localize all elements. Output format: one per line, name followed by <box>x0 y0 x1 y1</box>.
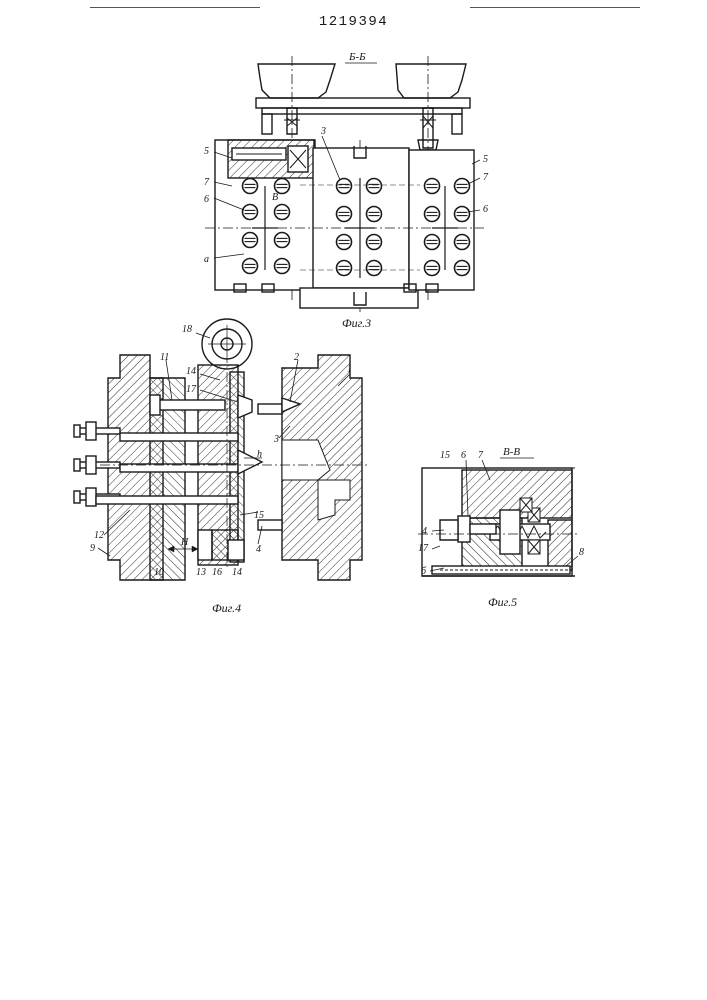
fig4-label-18: 18 <box>182 324 192 335</box>
fig4-label-13: 13 <box>196 567 206 578</box>
fig5-label-15: 15 <box>440 450 450 461</box>
fig5-label-17: 17 <box>418 543 429 554</box>
fig5-caption: Фиг.5 <box>488 595 517 609</box>
fig4-label-h: h <box>257 449 262 460</box>
top-beam <box>256 98 470 108</box>
fig3-label-3: 3 <box>320 126 326 137</box>
figure-4 <box>74 319 370 580</box>
fig3-label-b: В <box>272 192 278 203</box>
fig5-label-4: 4 <box>422 526 427 537</box>
fig4-label-17: 17 <box>186 384 197 395</box>
fig4-label-14-bottom: 14 <box>232 567 242 578</box>
figure-5 <box>418 468 580 576</box>
fig5-label-7: 7 <box>478 450 484 461</box>
fig4-label-4: 4 <box>256 544 261 555</box>
fig4-label-12: 12 <box>94 530 104 541</box>
fig5-section-label: В-В <box>503 446 520 458</box>
top-support-right <box>396 64 466 98</box>
fig4-caption: Фиг.4 <box>212 601 241 615</box>
fig5-label-8: 8 <box>579 547 584 558</box>
fig3-label-6-right: 6 <box>483 204 488 215</box>
fig3-caption: Фиг.3 <box>342 316 371 330</box>
fig4-label-1: 1 <box>347 364 352 375</box>
fig4-label-3: 3 <box>273 434 279 445</box>
fig3-label-5-right: 5 <box>483 154 488 165</box>
fig3-label-6-left: 6 <box>204 194 209 205</box>
fig3-section-label: Б-Б <box>348 51 366 63</box>
fig3-label-7-right: 7 <box>483 172 489 183</box>
fig3-label-a: а <box>204 254 209 265</box>
fig4-label-16: 16 <box>212 567 222 578</box>
fig4-label-14-top: 14 <box>186 366 196 377</box>
fig4-label-11: 11 <box>160 352 169 363</box>
fig4-label-15: 15 <box>254 510 264 521</box>
fig4-label-9: 9 <box>90 543 95 554</box>
fig4-label-10: 10 <box>154 567 164 578</box>
fig4-label-H: Н <box>180 537 189 548</box>
center-plate <box>313 148 409 288</box>
top-support-left <box>258 64 335 98</box>
right-plate <box>409 150 474 290</box>
fig5-label-6: 6 <box>461 450 466 461</box>
fig3-label-7-left: 7 <box>204 177 210 188</box>
fig3-label-5-left: 5 <box>204 146 209 157</box>
fig4-label-2: 2 <box>294 352 299 363</box>
